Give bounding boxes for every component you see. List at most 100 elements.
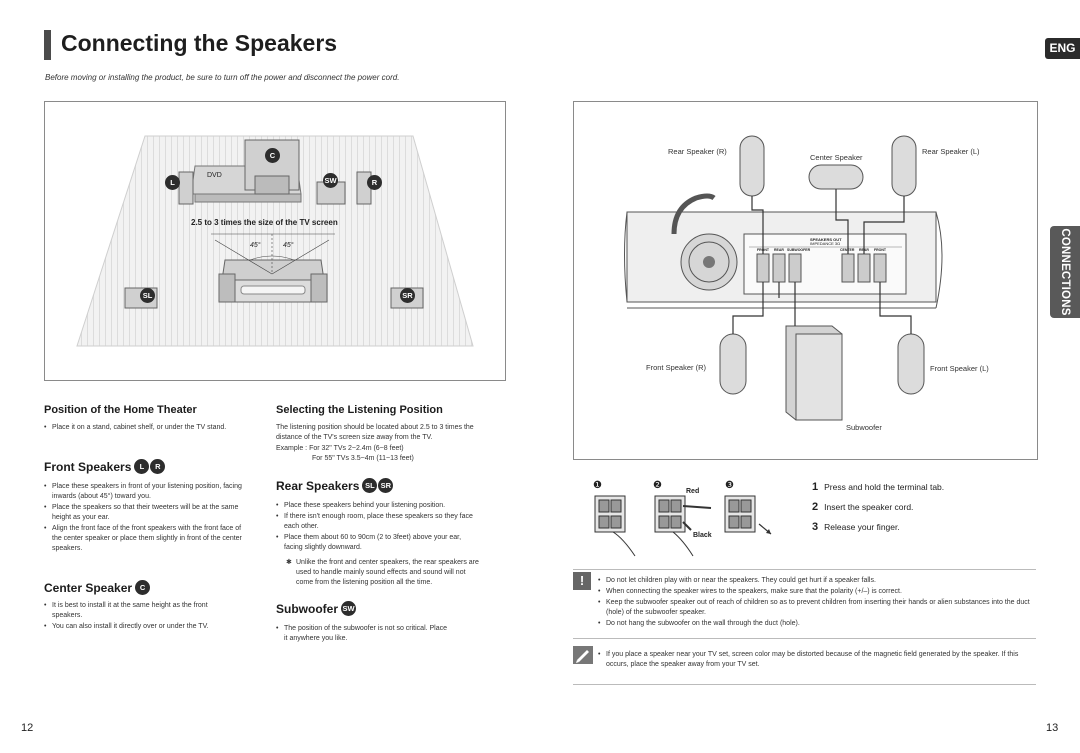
intro-text: Before moving or installing the product,… [45, 73, 400, 82]
caution-bottom-rule [573, 638, 1036, 639]
list-item: Do not hang the subwoofer on the wall th… [598, 619, 1033, 629]
list-item: It is best to install it at the same hei… [44, 601, 234, 621]
page-number-right: 13 [1046, 722, 1059, 734]
rear-right-badge: SR [400, 288, 415, 303]
subwoofer-heading: Subwoofer [276, 601, 338, 616]
rear-left-badge: SL [140, 288, 155, 303]
front-left-badge: L [165, 175, 180, 190]
subwoofer-title: Subwoofer SW [276, 601, 356, 616]
rear-right-label: Rear Speaker (R) [668, 147, 727, 156]
step1-marker: ❶ [593, 480, 602, 491]
list-item: Place these speakers behind your listeni… [276, 501, 476, 511]
center-speaker-title: Center Speaker C [44, 580, 151, 595]
panel-front2-label: FRONT [874, 248, 887, 252]
subwoofer-badge: SW [323, 173, 338, 188]
listening-example-2: For 55" TVs 3.5~4m (11~13 feet) [312, 455, 414, 462]
step-item: 1 Press and hold the terminal tab. [812, 481, 945, 493]
list-item: Align the front face of the front speake… [44, 524, 250, 554]
list-item: Place these speakers in front of your li… [44, 482, 250, 502]
panel-front-label: FRONT [757, 248, 770, 252]
page-number-left: 12 [21, 722, 34, 734]
panel-subwoofer-label: SUBWOOFER [787, 248, 811, 252]
panel-title: SPEAKERS OUT [810, 237, 842, 242]
list-item: Place them about 60 to 90cm (2 to 3feet)… [276, 533, 476, 553]
speaker-terminal-panel [743, 233, 907, 295]
list-item: When connecting the speaker wires to the… [598, 587, 1033, 597]
note-bottom-rule [573, 684, 1036, 685]
connection-illustration [624, 135, 943, 421]
list-item: Do not let children play with or near th… [598, 576, 1033, 586]
steps-list: 1 Press and hold the terminal tab. 2 Ins… [812, 481, 944, 541]
front-left-badge-icon: L [134, 459, 150, 474]
note-pencil-icon [573, 646, 593, 664]
front-right-speaker [719, 333, 747, 395]
room-layout-diagram: C L R SW SL SR DVD 2.5 to 3 times the si… [44, 101, 506, 381]
angle-right-label: 45° [283, 242, 294, 249]
distance-label: 2.5 to 3 times the size of the TV screen [191, 218, 338, 227]
caution-list: Do not let children play with or near th… [598, 576, 1033, 630]
step-item: 3 Release your finger. [812, 521, 900, 533]
front-right-badge-icon: R [150, 459, 166, 474]
panel-subtitle: IMPEDANCE 3Ω [810, 241, 841, 246]
panel-rear2-label: REAR [859, 248, 869, 252]
subwoofer-badge-icon: SW [341, 601, 356, 616]
listening-example-1: Example : For 32" TVs 2~2.4m (6~8 feet) [276, 445, 404, 452]
rear-speakers-title: Rear Speakers SL SR [276, 478, 394, 493]
title-bar [44, 30, 51, 60]
listening-title: Selecting the Listening Position [276, 404, 443, 416]
front-left-label: Front Speaker (L) [930, 364, 989, 373]
rear-left-label: Rear Speaker (L) [922, 147, 980, 156]
front-left-speaker [897, 333, 925, 395]
subwoofer-label: Subwoofer [846, 423, 882, 432]
rear-note: Unlike the front and center speakers, th… [296, 559, 479, 586]
step-item: 2 Insert the speaker cord. [812, 501, 914, 513]
terminal-step-3 [724, 495, 772, 535]
list-item: Keep the subwoofer speaker out of reach … [598, 598, 1033, 618]
center-label: Center Speaker [810, 153, 863, 162]
dvd-label: DVD [207, 172, 222, 179]
listening-text: The listening position should be located… [276, 424, 474, 441]
caution-icon: ! [573, 572, 591, 590]
front-right-label: Front Speaker (R) [646, 363, 707, 372]
rear-speakers-list: Place these speakers behind your listeni… [276, 501, 476, 554]
red-label: Red [686, 488, 700, 495]
angle-left-label: 45° [250, 242, 261, 249]
rear-right-badge-icon: SR [378, 478, 394, 493]
list-item: The position of the subwoofer is not so … [276, 624, 451, 644]
center-speaker-list: It is best to install it at the same hei… [44, 601, 234, 633]
note-list: If you place a speaker near your TV set,… [598, 650, 1028, 671]
front-left-speaker-shape [178, 171, 194, 205]
subwoofer-list: The position of the subwoofer is not so … [276, 624, 451, 645]
section-tab-label: CONNECTIONS [1059, 228, 1071, 316]
connection-diagram: Rear Speaker (R) Rear Speaker (L) Center… [573, 101, 1038, 460]
black-label: Black [693, 532, 712, 539]
language-tab: ENG [1045, 38, 1080, 59]
terminal-step-1 [594, 495, 636, 557]
list-item: If you place a speaker near your TV set,… [598, 650, 1028, 670]
caution-top-rule [573, 569, 1036, 570]
center-speaker [808, 164, 864, 190]
front-speakers-heading: Front Speakers [44, 459, 132, 474]
panel-rear-label: REAR [774, 248, 784, 252]
rear-left-speaker [891, 135, 917, 197]
step2-marker: ❷ [653, 480, 662, 491]
front-right-badge: R [367, 175, 382, 190]
section-tab: CONNECTIONS [1050, 226, 1080, 318]
rear-left-badge-icon: SL [362, 478, 378, 493]
rear-note-star: ✱ [286, 559, 292, 566]
rear-right-speaker [739, 135, 765, 197]
step3-marker: ❸ [725, 480, 734, 491]
room-layout-illustration [76, 135, 474, 347]
front-speakers-title: Front Speakers L R [44, 459, 166, 474]
panel-center-label: CENTER [840, 248, 855, 252]
list-item: Place it on a stand, cabinet shelf, or u… [44, 423, 269, 433]
list-item: Place the speakers so that their tweeter… [44, 503, 250, 523]
center-badge-icon: C [135, 580, 151, 595]
center-speaker-heading: Center Speaker [44, 580, 133, 595]
position-list: Place it on a stand, cabinet shelf, or u… [44, 423, 269, 434]
rear-speakers-heading: Rear Speakers [276, 478, 360, 493]
terminal-steps-illustration: ❶ ❷ ❸ Red Black [573, 478, 793, 558]
page-title: Connecting the Speakers [61, 30, 338, 56]
position-title: Position of the Home Theater [44, 404, 197, 416]
center-badge: C [265, 148, 280, 163]
